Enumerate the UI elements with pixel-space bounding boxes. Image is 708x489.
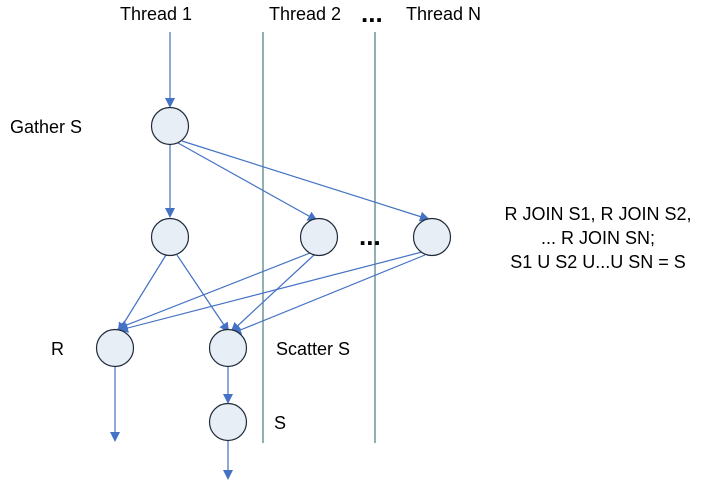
header-ellipsis: ...: [361, 0, 383, 28]
node-scatter-s: [208, 328, 248, 368]
label-scatter-s: Scatter S: [276, 339, 350, 359]
annotation-line-3: S1 U S2 U...U SN = S: [510, 252, 686, 272]
edge-gather-to-sn: [181, 140, 430, 222]
header-thread-2: Thread 2: [269, 4, 341, 24]
node-gather-s: [150, 106, 190, 146]
node-s1: [150, 217, 190, 257]
header-thread-n: Thread N: [406, 4, 481, 24]
header-thread-1: Thread 1: [120, 4, 192, 24]
label-s: S: [274, 413, 286, 433]
node-s2: [299, 217, 339, 257]
node-sn: [412, 217, 452, 257]
edge-sn-to-r: [118, 251, 423, 333]
annotation-line-2: ... R JOIN SN;: [541, 228, 655, 248]
edge-sn-to-scatter: [231, 254, 426, 335]
label-mid-ellipsis: ...: [359, 221, 381, 251]
label-gather-s: Gather S: [10, 117, 82, 137]
label-r: R: [51, 339, 64, 359]
node-s: [208, 402, 248, 442]
annotation-line-1: R JOIN S1, R JOIN S2,: [504, 204, 691, 224]
edge-gather-to-s2: [177, 142, 318, 221]
edge-s1-to-scatter: [176, 254, 230, 333]
edge-s1-to-r: [117, 254, 167, 333]
edge-s2-to-scatter: [230, 254, 315, 333]
edge-s2-to-r: [117, 252, 311, 330]
node-r: [95, 328, 135, 368]
